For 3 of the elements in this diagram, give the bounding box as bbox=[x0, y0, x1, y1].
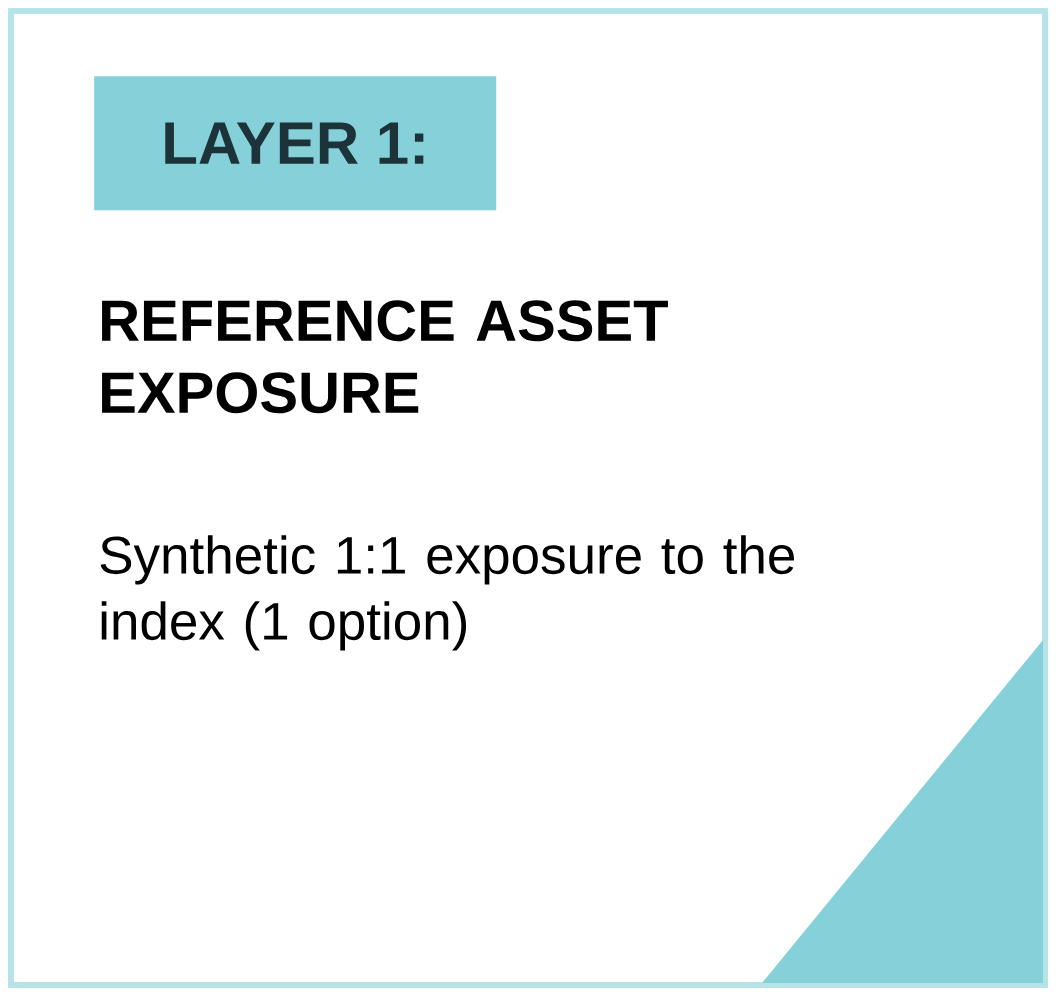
heading: REFERENCE ASSET EXPOSURE bbox=[102, 300, 668, 414]
description: Synthetic 1:1 exposure to the index (1 option) bbox=[100, 535, 794, 651]
badge: LAYER 1: bbox=[94, 76, 497, 211]
